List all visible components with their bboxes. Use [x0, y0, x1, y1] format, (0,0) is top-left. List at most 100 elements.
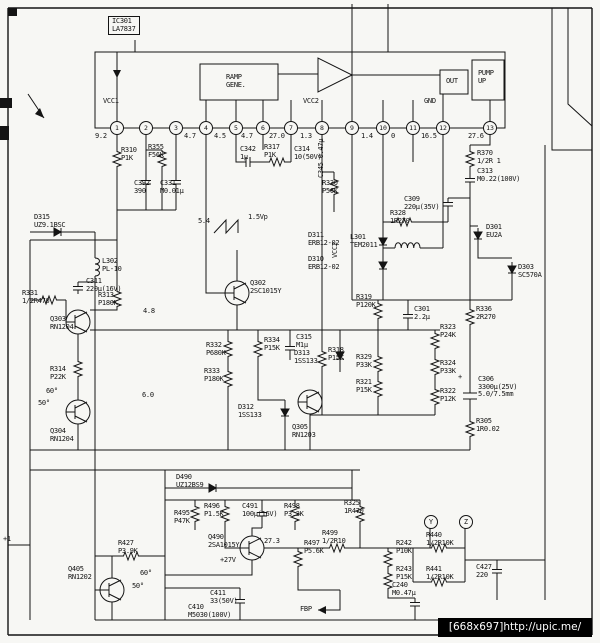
component-label: C331 M0.01μ [160, 179, 184, 195]
component-label: OUT [446, 77, 458, 85]
component-label: C427 220 [476, 563, 492, 579]
ic-pin-11: 11 [406, 121, 420, 135]
component-label: C410 M5030(100V) [188, 603, 232, 619]
pin-voltage: 9.2 [95, 132, 107, 140]
component-label: RAMP GENE. [226, 73, 246, 89]
component-label: L302 PL-10 [102, 257, 122, 273]
ic-pin-8: 8 [315, 121, 329, 135]
component-label: R322 P12K [440, 387, 456, 403]
component-label: VCC1 [103, 97, 119, 105]
component-label: R325 1R470 [344, 499, 364, 515]
connector-Z: Z [459, 515, 473, 529]
component-label: R336 2R270 [476, 305, 496, 321]
component-label: Q303 RN1204 [50, 315, 74, 331]
pin-voltage: 1.4 [361, 132, 373, 140]
component-label: R334 P15K [264, 336, 280, 352]
component-label: C315 M1μ [296, 333, 312, 349]
component-label: R319 P120K [356, 293, 376, 309]
pin-voltage: 4.7 [184, 132, 196, 140]
component-label: C314 10(50V) [294, 145, 322, 161]
ic-pin-2: 2 [139, 121, 153, 135]
pin-voltage: 4.7 [241, 132, 253, 140]
component-label: VCC2 [303, 97, 319, 105]
component-label: D312 1SS133 [238, 403, 262, 419]
ic-pin-10: 10 [376, 121, 390, 135]
component-label: R332 P680K [206, 341, 226, 357]
ic-pin-5: 5 [229, 121, 243, 135]
component-label: R495 P47K [174, 509, 190, 525]
component-label: D313 1SS133 [294, 349, 318, 365]
scan-marks [0, 8, 326, 614]
component-label: R314 P22K [50, 365, 66, 381]
component-label: 1.5Vp [248, 213, 268, 221]
component-label: +27V [220, 556, 236, 564]
ic-pin-12: 12 [436, 121, 450, 135]
component-label: Q405 RN1202 [68, 565, 92, 581]
pin-voltage: 27.6 [468, 132, 484, 140]
component-label: + [458, 373, 462, 381]
component-label: D311 ERB12-02 [308, 231, 340, 247]
component-label: R496 P1.5K [204, 502, 224, 518]
component-label: Q305 RN1203 [292, 423, 316, 439]
component-label: R305 1R0.02 [476, 417, 500, 433]
component-label: C313 M0.22(100V) [477, 167, 521, 183]
ic-pin-13: 13 [483, 121, 497, 135]
component-label: 5.4 [198, 217, 210, 225]
component-label: C411 33(50V) [210, 589, 238, 605]
ic-pin-6: 6 [256, 121, 270, 135]
component-label: R498 P3.3K [284, 502, 304, 518]
wires [8, 4, 593, 621]
component-label: C345 0.47μ [317, 138, 325, 178]
component-label: 50° [132, 582, 144, 590]
component-label: +1 [3, 535, 11, 543]
component-label: D301 EU2A [486, 223, 502, 239]
component-label: R328 1R270 [390, 209, 410, 225]
component-label: 6.0 [142, 391, 154, 399]
pin-voltage: 0 [391, 132, 395, 140]
component-label: VCC2 [331, 242, 339, 258]
component-label: C311 220μ(16V) [86, 277, 122, 293]
component-label: 27.3 [264, 537, 280, 545]
component-label: GND [424, 97, 436, 105]
component-label: 4.8 [143, 307, 155, 315]
component-label: D310 ERB12-02 [308, 255, 340, 271]
component-label: D315 UZ9.1BSC [34, 213, 66, 229]
component-label: 50° [38, 399, 50, 407]
component-label: R427 P3.9K [118, 539, 138, 555]
component-label: C306 3300μ(25V) 5.0/7.5mm [478, 375, 518, 398]
component-label: C491 100μ(16V) [242, 502, 278, 518]
component-label: R497 P5.6K [304, 539, 324, 555]
component-label: C392 390 [134, 179, 150, 195]
pin-voltage: 27.0 [269, 132, 285, 140]
component-label: C342 1μ [240, 145, 256, 161]
component-label: IC301 LA7837 [108, 16, 140, 35]
component-label: R242 P10K [396, 539, 412, 555]
component-label: Q304 RN1204 [50, 427, 74, 443]
pin-voltage: 1.3 [300, 132, 312, 140]
component-label: C309 220μ(35V) [404, 195, 440, 211]
component-label: D303 SC570A [518, 263, 542, 279]
watermark: [668x697]http://upic.me/ [438, 618, 592, 637]
component-label: R499 1/2R10 [322, 529, 346, 545]
component-label: R317 P1K [264, 143, 280, 159]
component-label: 60° [140, 569, 152, 577]
component-label: R318 P15K [328, 346, 344, 362]
component-label: Q490 2SA1015Y [208, 533, 240, 549]
component-label: R321 P15K [356, 378, 372, 394]
pin-voltage: 4.5 [214, 132, 226, 140]
component-label: C301 2.2μ [414, 305, 430, 321]
component-label: Q302 2SC1015Y [250, 279, 282, 295]
ic-outline [94, 51, 506, 129]
component-label: R330 P56K [322, 179, 338, 195]
ic-pin-3: 3 [169, 121, 183, 135]
ic-pin-9: 9 [345, 121, 359, 135]
pin-voltage: 16.5 [421, 132, 437, 140]
component-label: R310 P1K [121, 146, 137, 162]
component-label: R313 P180K [98, 291, 118, 307]
component-label: PUMP UP [478, 69, 494, 85]
component-label: R355 F56K [148, 143, 164, 159]
component-label: R333 P180K [204, 367, 224, 383]
component-label: L301 TEM2011 [350, 233, 378, 249]
